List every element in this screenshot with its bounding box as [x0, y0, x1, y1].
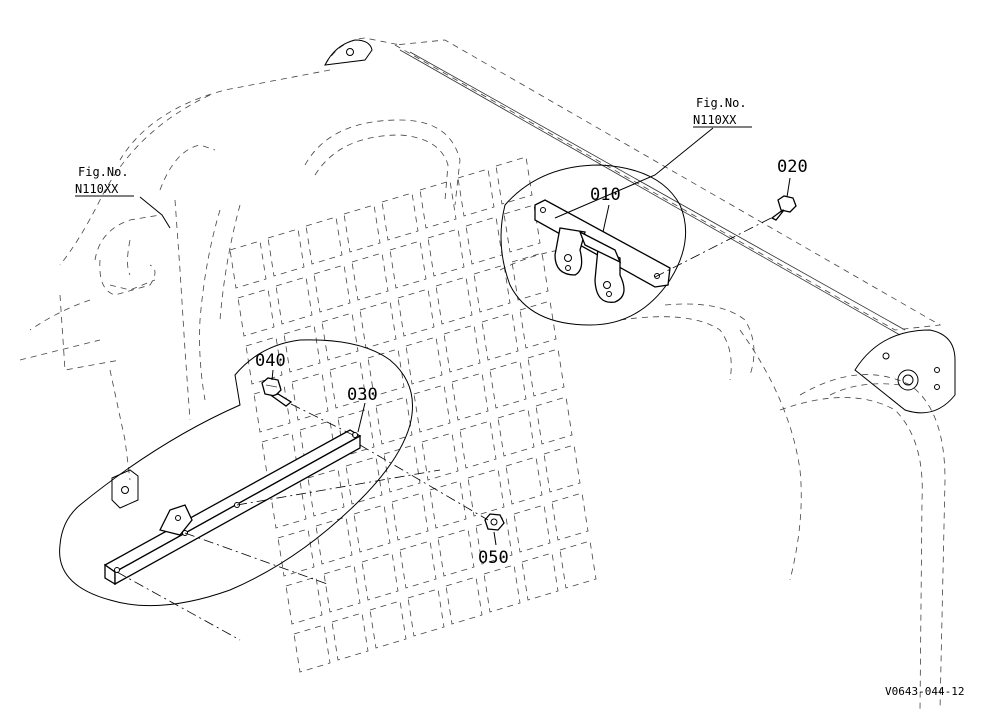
mesh-cell: [331, 612, 369, 661]
detail-bubble-upper: [500, 164, 687, 326]
mesh-cell: [559, 540, 597, 589]
mesh-cell: [343, 204, 381, 253]
mesh-cell: [521, 552, 559, 601]
mesh-cell: [253, 384, 291, 433]
mesh-cell: [277, 528, 315, 577]
mesh-cell: [293, 624, 331, 673]
mesh-cell: [397, 288, 435, 337]
mesh-cell: [323, 564, 361, 613]
mesh-cell: [321, 312, 359, 361]
mesh-cell: [351, 252, 389, 301]
mesh-cell: [405, 336, 443, 385]
mesh-cell: [313, 264, 351, 313]
mesh-cell: [483, 564, 521, 613]
mesh-cell: [413, 384, 451, 433]
mesh-cell: [489, 360, 527, 409]
callout-030: 030: [347, 385, 378, 405]
mesh-cell: [267, 228, 305, 277]
fig-ref-right-line2: N110XX: [693, 113, 737, 127]
mesh-cell: [503, 204, 541, 253]
mesh-cell: [389, 240, 427, 289]
mesh-cell: [505, 456, 543, 505]
assembly-lines: [116, 215, 776, 641]
mesh-cell: [527, 348, 565, 397]
mesh-cell: [285, 576, 323, 625]
callout-020: 020: [777, 157, 808, 177]
mesh-cell: [391, 492, 429, 541]
mesh-cell: [473, 264, 511, 313]
mesh-cell: [275, 276, 313, 325]
part-010-bracket: [534, 199, 671, 303]
mesh-cell: [245, 336, 283, 385]
part-050-nut: [484, 513, 505, 531]
mesh-cell: [353, 504, 391, 553]
mesh-cell: [367, 348, 405, 397]
callout-010: 010: [590, 185, 621, 205]
figure-reference-left: Fig.No. N110XX: [75, 165, 134, 197]
mesh-cell: [435, 276, 473, 325]
mesh-cell: [229, 240, 267, 289]
mesh-cell: [495, 156, 533, 205]
mesh-cell: [381, 192, 419, 241]
detail-bubble-lower: [59, 339, 413, 607]
mesh-cell: [407, 588, 445, 637]
mesh-cell: [345, 456, 383, 505]
mesh-cell: [369, 600, 407, 649]
mesh-cell: [375, 396, 413, 445]
fig-ref-left-line1: Fig.No.: [78, 165, 129, 179]
mesh-cell: [445, 576, 483, 625]
mesh-cell: [359, 300, 397, 349]
mesh-cell: [429, 480, 467, 529]
fig-ref-left-line2: N110XX: [75, 182, 119, 196]
mesh-cell: [307, 468, 345, 517]
callout-labels: 010 020 030 040 050: [255, 157, 808, 568]
mesh-cell: [291, 372, 329, 421]
mesh-cell: [457, 168, 495, 217]
mesh-screen: [229, 156, 597, 673]
mesh-cell: [475, 516, 513, 565]
mesh-cell: [543, 444, 581, 493]
mesh-cell: [513, 504, 551, 553]
drawing-code: V0643-044-12: [885, 685, 964, 698]
leader-lines: [139, 127, 791, 546]
machine-outline: [19, 37, 956, 711]
mesh-cell: [421, 432, 459, 481]
part-040-bolt: [261, 377, 293, 407]
mesh-cell: [497, 408, 535, 457]
fig-ref-right-line1: Fig.No.: [696, 96, 747, 110]
mesh-cell: [419, 180, 457, 229]
mesh-cell: [237, 288, 275, 337]
mesh-cell: [437, 528, 475, 577]
mesh-cell: [511, 252, 549, 301]
mesh-cell: [305, 216, 343, 265]
mesh-cell: [459, 420, 497, 469]
mesh-cell: [481, 312, 519, 361]
mesh-cell: [329, 360, 367, 409]
mesh-cell: [269, 480, 307, 529]
mesh-cell: [399, 540, 437, 589]
mesh-cell: [551, 492, 589, 541]
mesh-cell: [443, 324, 481, 373]
mesh-cell: [519, 300, 557, 349]
mesh-cell: [465, 216, 503, 265]
mesh-cell: [427, 228, 465, 277]
mesh-cell: [383, 444, 421, 493]
mesh-cell: [315, 516, 353, 565]
part-020-bolt: [770, 195, 797, 221]
part-030-rail: [103, 429, 362, 586]
callout-050: 050: [478, 548, 509, 568]
mesh-cell: [451, 372, 489, 421]
callout-040: 040: [255, 351, 286, 371]
mesh-cell: [361, 552, 399, 601]
mesh-cell: [535, 396, 573, 445]
figure-reference-right: Fig.No. N110XX: [693, 96, 752, 128]
mesh-cell: [467, 468, 505, 517]
mesh-cell: [283, 324, 321, 373]
